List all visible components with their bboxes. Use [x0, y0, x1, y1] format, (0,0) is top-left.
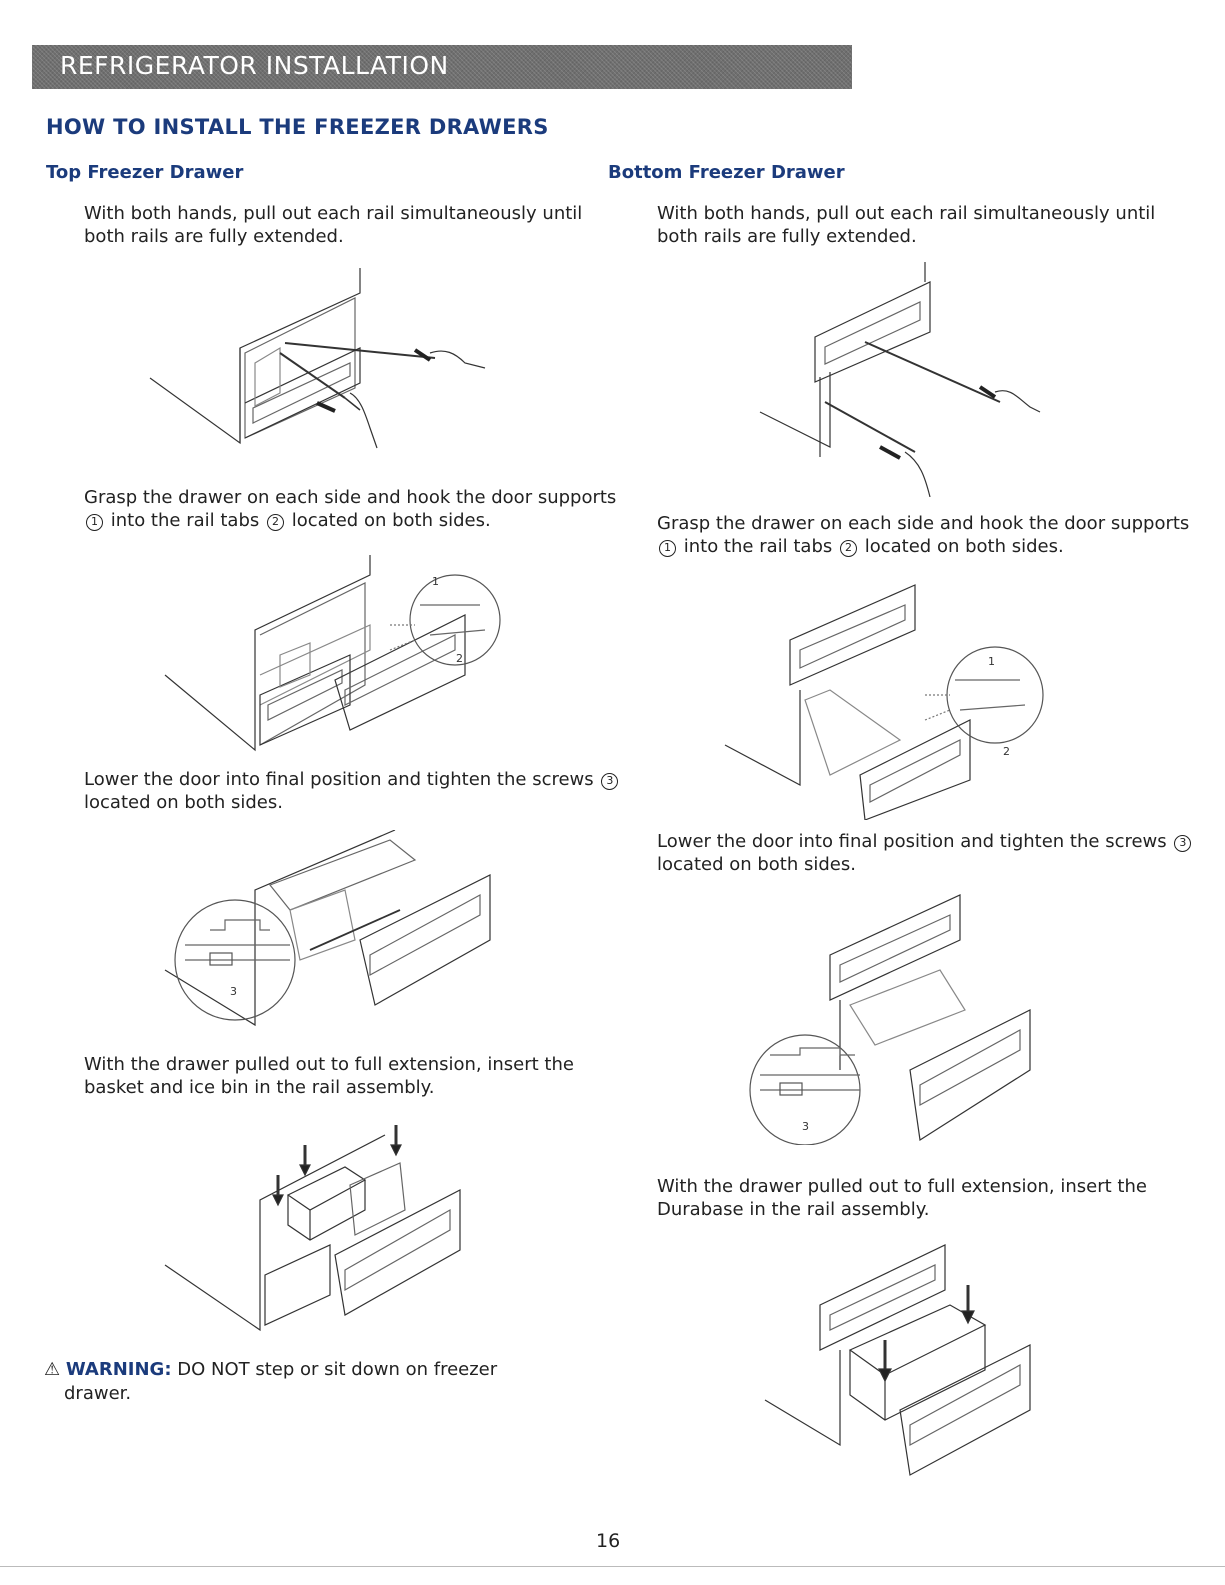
top-step-2-text-b: into the rail tabs — [110, 510, 260, 531]
bottom-step-2-illustration: 1 2 — [720, 580, 1050, 820]
bottom-step-1: With both hands, pull out each rail simu… — [657, 203, 1156, 247]
top-step-2-illustration: 1 2 — [160, 555, 520, 765]
bottom-step-2-text-b: into the rail tabs — [683, 536, 833, 557]
warning-icon: ⚠ — [44, 1359, 61, 1380]
top-step-4-illustration — [160, 1125, 470, 1335]
top-step-3-illustration: 3 — [160, 830, 500, 1030]
bottom-step-4: With the drawer pulled out to full exten… — [657, 1176, 1147, 1220]
svg-text:3: 3 — [802, 1120, 809, 1133]
top-step-3-text-b: located on both sides. — [84, 792, 283, 813]
svg-text:3: 3 — [230, 985, 237, 998]
page-bottom-rule — [0, 1566, 1225, 1567]
top-step-2-text-a: Grasp the drawer on each side and hook t… — [84, 487, 617, 508]
callout-3: 3 — [601, 773, 619, 790]
warning-text-a: DO NOT step or sit down on freezer — [177, 1359, 498, 1380]
top-step-2-text-c: located on both sides. — [291, 510, 491, 531]
warning-note: ⚠ WARNING: DO NOT step or sit down on fr… — [44, 1358, 544, 1406]
callout-1: 1 — [86, 514, 103, 531]
bottom-step-2-text-c: located on both sides. — [864, 536, 1064, 557]
bottom-step-3-illustration: 3 — [740, 890, 1050, 1145]
bottom-drawer-title: Bottom Freezer Drawer — [608, 162, 845, 183]
svg-text:2: 2 — [456, 652, 463, 665]
bottom-step-2-text-a: Grasp the drawer on each side and hook t… — [657, 513, 1190, 534]
bottom-callout-3: 3 — [1174, 835, 1192, 852]
top-step-2: Grasp the drawer on each side and hook t… — [84, 486, 624, 532]
callout-2: 2 — [266, 514, 284, 531]
svg-text:1: 1 — [432, 575, 439, 588]
top-step-3-text-a: Lower the door into final position and t… — [84, 769, 594, 790]
bottom-callout-1: 1 — [659, 540, 676, 557]
page-title: HOW TO INSTALL THE FREEZER DRAWERS — [46, 115, 549, 139]
bottom-step-4-illustration — [760, 1235, 1040, 1480]
bottom-step-2: Grasp the drawer on each side and hook t… — [657, 512, 1197, 558]
top-step-4: With the drawer pulled out to full exten… — [84, 1054, 574, 1098]
warning-label: WARNING: — [65, 1359, 172, 1380]
bottom-step-3-text-b: located on both sides. — [657, 854, 856, 875]
bottom-step-3-text-a: Lower the door into final position and t… — [657, 831, 1167, 852]
svg-text:2: 2 — [1003, 745, 1010, 758]
page-number: 16 — [596, 1530, 621, 1552]
bottom-step-3: Lower the door into final position and t… — [657, 830, 1197, 876]
warning-text-b: drawer. — [64, 1383, 132, 1404]
top-step-3: Lower the door into final position and t… — [84, 768, 624, 814]
top-drawer-title: Top Freezer Drawer — [46, 162, 244, 183]
banner-title: REFRIGERATOR INSTALLATION — [60, 51, 449, 80]
bottom-callout-2: 2 — [839, 540, 857, 557]
section-banner: REFRIGERATOR INSTALLATION — [32, 45, 852, 89]
svg-text:1: 1 — [988, 655, 995, 668]
top-step-1-illustration — [145, 268, 490, 453]
top-step-1: With both hands, pull out each rail simu… — [84, 203, 583, 247]
bottom-step-1-illustration — [755, 262, 1045, 497]
